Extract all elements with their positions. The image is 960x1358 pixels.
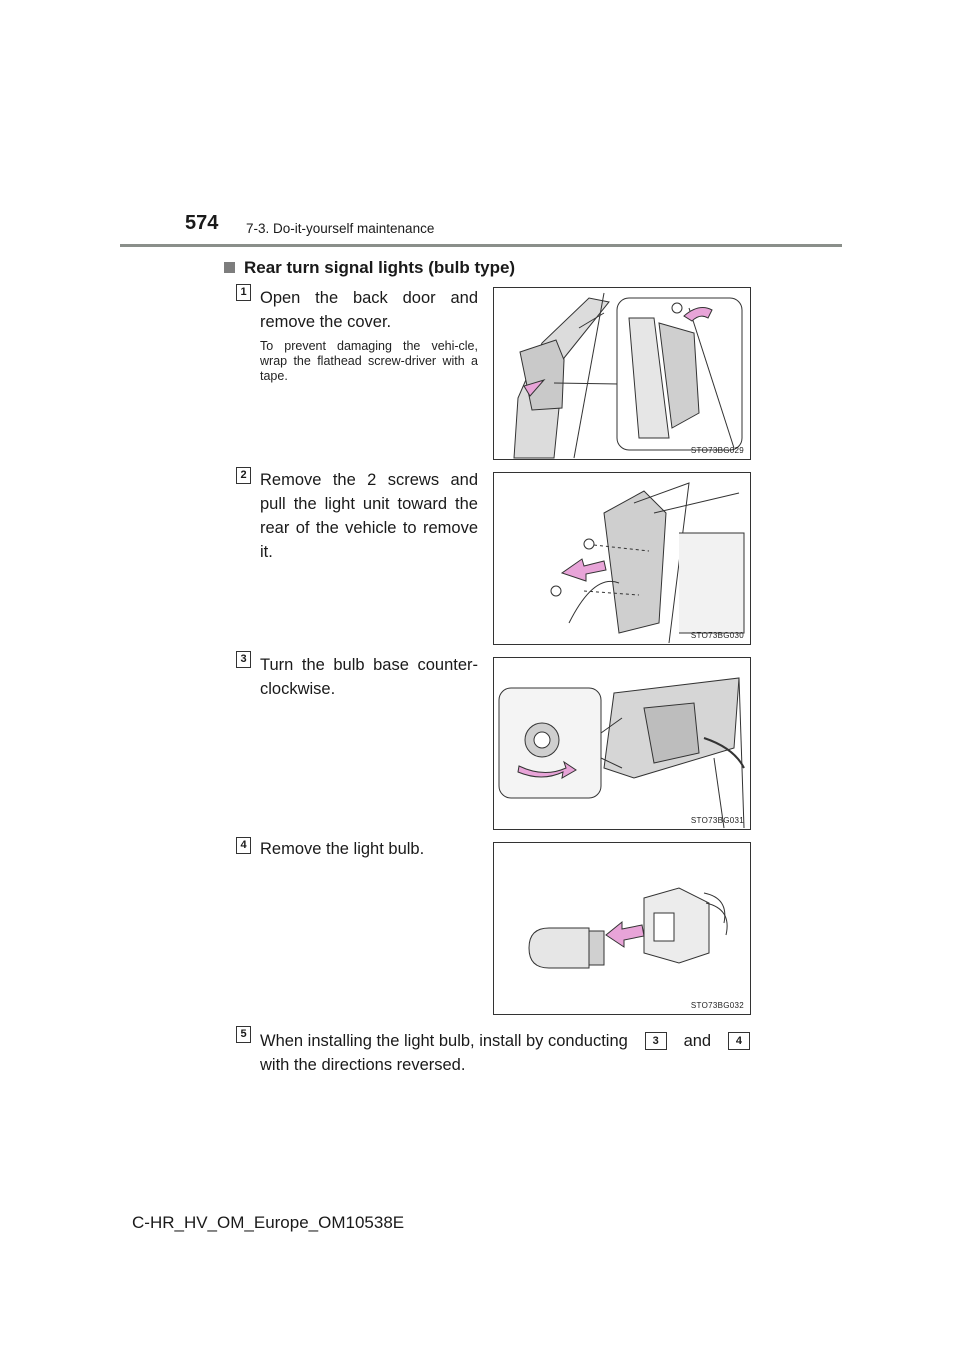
figure-id-4: STO73BG032 <box>690 1001 744 1010</box>
step-5-text-a: When installing the light bulb, install … <box>260 1032 628 1050</box>
step-1-note: To prevent damaging the vehi-cle, wrap t… <box>260 339 478 383</box>
step-ref-3: 3 <box>644 1032 667 1050</box>
figure-step-1: STO73BG029 <box>493 287 751 460</box>
step-number-5: 5 <box>236 1026 251 1043</box>
step-5-text: When installing the light bulb, install … <box>260 1029 750 1077</box>
figure-step-3: STO73BG031 <box>493 657 751 830</box>
step-2-text: Remove the 2 screws and pull the light u… <box>260 471 478 561</box>
page-number: 574 <box>185 212 219 234</box>
step-3-text: Turn the bulb base counter-clockwise. <box>260 656 478 698</box>
step-number-4: 4 <box>236 837 251 854</box>
figure-step-2: STO73BG030 <box>493 472 751 645</box>
square-bullet-icon <box>224 262 235 273</box>
step-5-text-c: with the directions reversed. <box>260 1056 466 1074</box>
topic-title: Rear turn signal lights (bulb type) <box>224 258 515 278</box>
step-number-2: 2 <box>236 467 251 484</box>
figure-id-1: STO73BG029 <box>690 446 744 455</box>
figure-id-2: STO73BG030 <box>690 631 744 640</box>
step-number-3: 3 <box>236 651 251 668</box>
document-id: C-HR_HV_OM_Europe_OM10538E <box>132 1213 405 1232</box>
figure-id-3: STO73BG031 <box>690 816 744 825</box>
step-number-1: 1 <box>236 284 251 301</box>
step-5-text-b: and <box>683 1032 712 1050</box>
topic-title-text: Rear turn signal lights (bulb type) <box>244 258 516 277</box>
step-4-text: Remove the light bulb. <box>260 840 425 858</box>
section-heading: 7-3. Do-it-yourself maintenance <box>246 221 435 236</box>
figure-step-4: STO73BG032 <box>493 842 751 1015</box>
header-divider <box>120 244 842 247</box>
step-ref-4: 4 <box>727 1032 750 1050</box>
step-1-text: Open the back door and remove the cover. <box>260 289 478 331</box>
